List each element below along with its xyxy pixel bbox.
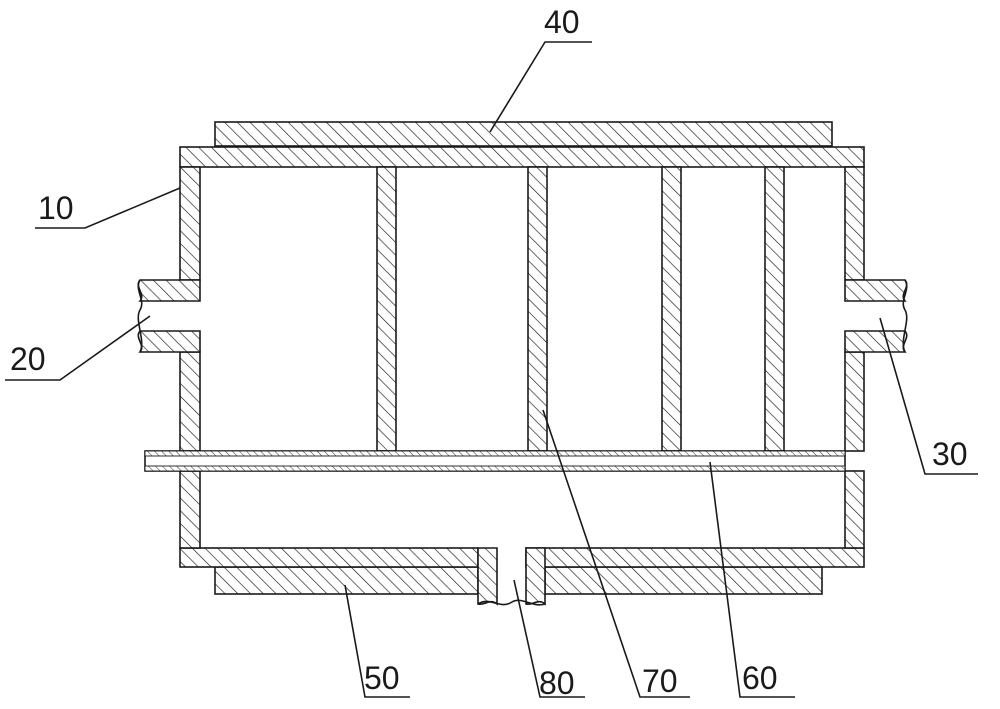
label-housing: 10 [38, 190, 74, 226]
leader-line-20 [5, 315, 151, 381]
inlet-pipe-top-wall [137, 279, 201, 302]
partition-4 [764, 166, 785, 452]
inlet-pipe-break [137, 279, 143, 353]
label-bottom-plate: 50 [364, 660, 400, 696]
label-partition: 70 [642, 663, 678, 699]
leader-line-30 [879, 317, 978, 475]
partition-3 [661, 166, 682, 452]
heating-tube-wall-top [144, 450, 846, 457]
drain-pipe-right-wall [525, 547, 546, 606]
heating-tube-wall-bottom [144, 465, 846, 472]
top-plate [214, 121, 833, 147]
drain-pipe-left-wall [477, 547, 498, 606]
housing-right-wall-middle [844, 351, 865, 452]
housing-bottom-wall-left [179, 547, 479, 568]
label-top-plate: 40 [544, 4, 580, 40]
inlet-pipe-bottom-wall [137, 330, 201, 353]
label-inlet: 20 [10, 341, 46, 377]
housing-top-wall [179, 146, 865, 168]
housing-left-wall-middle [179, 351, 201, 452]
outlet-pipe-bottom-wall [844, 330, 908, 353]
leader-line-50 [344, 584, 410, 698]
drain-pipe-break [477, 599, 546, 606]
housing-bottom-wall-right [525, 547, 865, 568]
housing-right-wall-lower [844, 470, 865, 549]
leader-line-60 [709, 461, 795, 698]
leader-line-70 [542, 409, 690, 698]
leader-line-40 [489, 41, 592, 133]
label-outlet: 30 [932, 436, 968, 472]
housing-left-wall-upper [179, 166, 201, 281]
partition-1 [376, 166, 397, 452]
bottom-plate-right [544, 566, 823, 595]
label-tube: 60 [742, 660, 778, 696]
outlet-pipe-top-wall [844, 279, 908, 302]
partition-2 [527, 166, 548, 452]
housing-right-wall-upper [844, 166, 865, 281]
outlet-pipe-break [902, 279, 908, 353]
housing-left-wall-lower [179, 470, 201, 549]
label-drain: 80 [539, 665, 575, 701]
leader-line-80 [513, 579, 585, 698]
leader-line-10 [35, 187, 181, 229]
